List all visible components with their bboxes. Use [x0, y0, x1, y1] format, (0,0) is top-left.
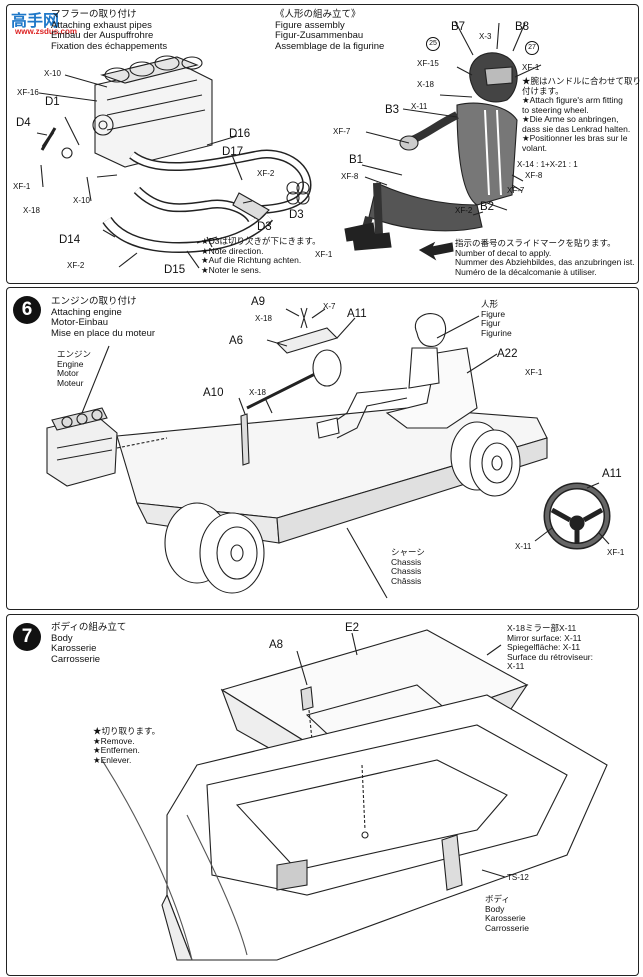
label-b2: B2	[480, 201, 495, 213]
label-d3-detail: D3	[289, 209, 304, 221]
label-xf1c: XF-1	[315, 250, 333, 259]
label-x3: X-3	[479, 32, 492, 41]
decal-27-badge: 27	[525, 41, 539, 55]
label-a11: A11	[347, 308, 367, 320]
decal-25-badge: 25	[426, 37, 440, 51]
label-x18b: X-18	[249, 388, 266, 397]
label-x10b: X-10	[73, 196, 90, 205]
figure-title: 《人形の組み立て》Figure assembly Figur-Zusammenb…	[275, 9, 385, 52]
label-xf2b: XF-2	[67, 261, 85, 270]
label-xf1: XF-1	[13, 182, 31, 191]
label-x18: X-18	[23, 206, 40, 215]
label-x18b: X-18	[417, 80, 434, 89]
label-xf1b: XF-1	[522, 63, 540, 72]
label-d4: D4	[16, 117, 31, 129]
label-a10: A10	[203, 387, 224, 399]
label-a6: A6	[229, 335, 244, 347]
label-b7: B7	[451, 21, 466, 33]
step-number-6: 6	[13, 296, 41, 324]
label-x18: X-18	[255, 314, 272, 323]
label-xf1b: XF-1	[607, 548, 625, 557]
label-d15: D15	[164, 264, 186, 276]
label-d14: D14	[59, 234, 81, 246]
arm-note: ★腕はハンドルに合わせて取り付けます。 ★Attach figure's arm…	[522, 76, 642, 153]
label-x10: X-10	[44, 69, 61, 78]
decal-note: 指示の番号のスライドマークを貼ります。Number of decal to ap…	[455, 238, 635, 277]
label-x11: X-11	[411, 102, 428, 111]
d3-note: ★D3は切り欠きが下にきます。★Note direction. ★Auf die…	[201, 236, 321, 275]
label-d17: D17	[222, 146, 244, 158]
label-xf8: XF-8	[341, 172, 359, 181]
label-xf8b: XF-8	[525, 171, 543, 180]
label-a8: A8	[269, 639, 284, 651]
watermark-url: www.zsdus.com	[15, 27, 77, 36]
label-xf7: XF-7	[333, 127, 351, 136]
label-b1: B1	[349, 154, 364, 166]
body-assembly-illustration	[101, 629, 608, 961]
label-xf7b: XF-7	[507, 186, 525, 195]
step-number-7: 7	[13, 623, 41, 651]
watermark-logo: 高手网	[11, 13, 60, 30]
label-ts12: TS-12	[507, 873, 529, 882]
label-xf2: XF-2	[257, 169, 275, 178]
label-xf1: XF-1	[525, 368, 543, 377]
label-b3: B3	[385, 104, 400, 116]
engine-chassis-illustration	[46, 307, 611, 599]
label-x7: X-7	[323, 302, 336, 311]
label-e2: E2	[345, 622, 360, 634]
label-x11: X-11	[515, 542, 532, 551]
label-a11-detail: A11	[602, 468, 622, 480]
label-a22: A22	[497, 348, 518, 360]
label-xf15: XF-15	[417, 59, 439, 68]
label-a9: A9	[251, 296, 266, 308]
label-xf2c: XF-2	[455, 206, 473, 215]
remove-note: ★切り取ります。★Remove. ★Entfernen.★Enlever.	[93, 726, 161, 765]
label-d1: D1	[45, 96, 60, 108]
label-d3: D3	[257, 221, 272, 233]
label-b8: B8	[515, 21, 530, 33]
exhaust-and-figure-illustration	[36, 20, 542, 269]
label-x14-x21: X-14 : 1+X-21 : 1	[517, 160, 578, 169]
label-xf16: XF-16	[17, 88, 39, 97]
label-d16: D16	[229, 128, 251, 140]
